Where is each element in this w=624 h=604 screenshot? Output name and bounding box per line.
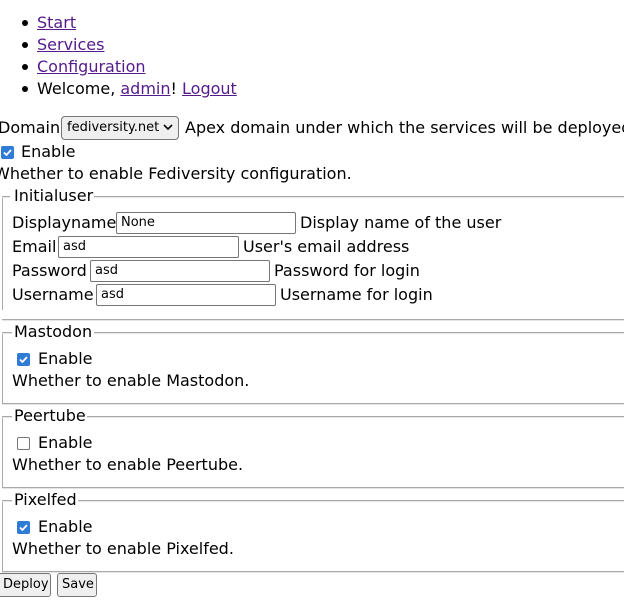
start-link[interactable]: Start bbox=[37, 13, 77, 32]
pixelfed-top-border-right bbox=[76, 500, 624, 501]
password-description: Password for login bbox=[274, 261, 420, 280]
nav-item-welcome: Welcome, admin! Logout bbox=[0, 78, 237, 100]
chevron-down-icon bbox=[163, 117, 173, 147]
displayname-description: Display name of the user bbox=[300, 213, 502, 232]
mastodon-description: Whether to enable Mastodon. bbox=[12, 371, 250, 390]
mastodon-enable-checkbox[interactable] bbox=[17, 353, 30, 366]
nav-item-configuration: Configuration bbox=[0, 56, 237, 78]
peertube-legend: Peertube bbox=[13, 406, 87, 426]
fediversity-enable-label: Enable bbox=[21, 142, 76, 161]
peertube-top-border-left bbox=[2, 416, 12, 417]
check-icon bbox=[19, 356, 28, 364]
peertube-enable-label: Enable bbox=[38, 433, 93, 452]
domain-select-value: fediversity.net bbox=[67, 120, 160, 135]
pixelfed-description: Whether to enable Pixelfed. bbox=[12, 539, 234, 558]
nav-item-start: Start bbox=[0, 12, 237, 34]
save-button[interactable]: Save bbox=[57, 573, 97, 597]
mastodon-enable-label: Enable bbox=[38, 349, 93, 368]
pixelfed-bottom-border bbox=[2, 571, 624, 572]
peertube-fieldset-border bbox=[2, 416, 3, 487]
pixelfed-top-border-left bbox=[2, 500, 12, 501]
displayname-input[interactable]: None bbox=[116, 212, 296, 234]
fediversity-enable-checkbox[interactable] bbox=[1, 146, 14, 159]
initialuser-bottom-border bbox=[2, 319, 624, 320]
welcome-text: Welcome, bbox=[37, 79, 121, 98]
displayname-label: Displayname bbox=[12, 213, 117, 232]
initialuser-top-border-left bbox=[2, 196, 10, 197]
email-value: asd bbox=[63, 239, 86, 254]
main-nav: Start Services Configuration Welcome, ad… bbox=[0, 12, 237, 100]
pixelfed-fieldset-border bbox=[2, 500, 3, 571]
mastodon-top-border-right bbox=[94, 332, 624, 333]
pixelfed-legend: Pixelfed bbox=[13, 490, 78, 510]
username-label: Username bbox=[12, 285, 94, 304]
check-icon bbox=[3, 149, 12, 157]
services-link[interactable]: Services bbox=[37, 35, 105, 54]
fediversity-description: Whether to enable Fediversity configurat… bbox=[0, 164, 352, 183]
initialuser-legend: Initialuser bbox=[13, 186, 95, 206]
domain-select[interactable]: fediversity.net bbox=[61, 116, 179, 140]
pixelfed-enable-label: Enable bbox=[38, 517, 93, 536]
username-input[interactable]: asd bbox=[96, 284, 276, 306]
username-value: asd bbox=[101, 287, 124, 302]
initialuser-top-border-right bbox=[92, 196, 624, 197]
peertube-top-border-right bbox=[86, 416, 624, 417]
welcome-suffix: ! bbox=[170, 79, 177, 98]
email-input[interactable]: asd bbox=[58, 236, 239, 258]
configuration-link[interactable]: Configuration bbox=[37, 57, 146, 76]
peertube-bottom-border bbox=[2, 487, 624, 488]
password-label: Password bbox=[12, 261, 87, 280]
logout-link[interactable]: Logout bbox=[182, 79, 237, 98]
username-description: Username for login bbox=[280, 285, 433, 304]
password-value: asd bbox=[95, 263, 118, 278]
mastodon-legend: Mastodon bbox=[13, 322, 94, 342]
peertube-enable-checkbox[interactable] bbox=[17, 437, 30, 450]
nav-item-services: Services bbox=[0, 34, 237, 56]
mastodon-bottom-border bbox=[2, 403, 624, 404]
deploy-button[interactable]: Deploy bbox=[0, 573, 51, 597]
pixelfed-enable-checkbox[interactable] bbox=[17, 521, 30, 534]
peertube-description: Whether to enable Peertube. bbox=[12, 455, 244, 474]
domain-label: Domain bbox=[0, 118, 61, 137]
user-link[interactable]: admin bbox=[120, 79, 171, 98]
domain-description: Apex domain under which the services wil… bbox=[185, 118, 624, 137]
password-input[interactable]: asd bbox=[90, 260, 270, 282]
email-label: Email bbox=[12, 237, 57, 256]
email-description: User's email address bbox=[243, 237, 410, 256]
mastodon-fieldset-border bbox=[2, 332, 3, 403]
initialuser-fieldset-border bbox=[2, 196, 3, 310]
check-icon bbox=[19, 524, 28, 532]
mastodon-top-border-left bbox=[2, 332, 12, 333]
displayname-value: None bbox=[121, 215, 155, 230]
